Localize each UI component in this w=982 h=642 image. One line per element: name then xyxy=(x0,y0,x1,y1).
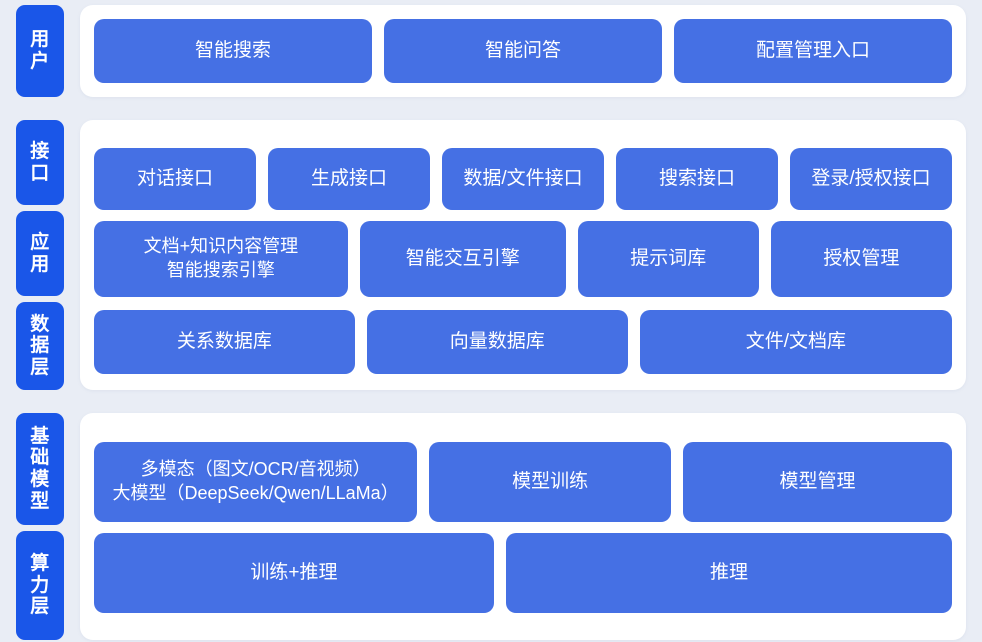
card-login-auth-interface[interactable]: 登录/授权接口 xyxy=(790,148,952,210)
card-inference[interactable]: 推理 xyxy=(505,533,952,613)
card-data-file-interface[interactable]: 数据/文件接口 xyxy=(442,148,604,210)
interface-layer-card-row: 对话接口 生成接口 数据/文件接口 搜索接口 登录/授权接口 xyxy=(94,148,952,210)
layer-tab-foundation-model-label: 基础模型 xyxy=(30,425,50,512)
layer-tab-compute-label: 算力层 xyxy=(30,553,50,618)
layer-tab-application-label: 应用 xyxy=(30,231,50,275)
application-layer-card-row: 文档+知识内容管理 智能搜索引擎 智能交互引擎 提示词库 授权管理 xyxy=(94,221,952,297)
card-search-interface[interactable]: 搜索接口 xyxy=(616,148,778,210)
card-authorization-management[interactable]: 授权管理 xyxy=(770,221,952,297)
card-dialog-interface[interactable]: 对话接口 xyxy=(94,148,256,210)
card-relational-database[interactable]: 关系数据库 xyxy=(94,310,355,374)
card-model-training[interactable]: 模型训练 xyxy=(429,442,672,522)
middle-layers-tab-column: 接口 应用 数据层 xyxy=(16,120,64,390)
layer-tab-user[interactable]: 用户 xyxy=(16,5,64,97)
data-layer-card-row: 关系数据库 向量数据库 文件/文档库 xyxy=(94,310,952,374)
card-config-management-entry[interactable]: 配置管理入口 xyxy=(674,19,952,83)
layer-tab-data[interactable]: 数据层 xyxy=(16,302,64,390)
card-document-knowledge-management[interactable]: 文档+知识内容管理 智能搜索引擎 xyxy=(94,221,348,297)
card-multimodal-large-model[interactable]: 多模态（图文/OCR/音视频） 大模型（DeepSeek/Qwen/LLaMa） xyxy=(94,442,418,522)
card-prompt-library[interactable]: 提示词库 xyxy=(577,221,759,297)
card-intelligent-interaction-engine[interactable]: 智能交互引擎 xyxy=(359,221,566,297)
layer-tab-data-label: 数据层 xyxy=(30,313,50,378)
card-file-document-store[interactable]: 文件/文档库 xyxy=(639,310,952,374)
layer-tab-interface-label: 接口 xyxy=(30,140,50,184)
layer-tab-interface[interactable]: 接口 xyxy=(16,120,64,205)
compute-layer-card-row: 训练+推理 推理 xyxy=(94,533,952,613)
layer-tab-compute[interactable]: 算力层 xyxy=(16,531,64,640)
layer-tab-user-label: 用户 xyxy=(30,29,50,72)
layer-tab-foundation-model[interactable]: 基础模型 xyxy=(16,413,64,525)
foundation-model-card-row: 多模态（图文/OCR/音视频） 大模型（DeepSeek/Qwen/LLaMa）… xyxy=(94,442,952,522)
card-intelligent-search[interactable]: 智能搜索 xyxy=(94,19,372,83)
card-vector-database[interactable]: 向量数据库 xyxy=(366,310,628,374)
card-generation-interface[interactable]: 生成接口 xyxy=(268,148,430,210)
foundation-layers-tab-column: 基础模型 算力层 xyxy=(16,413,64,640)
card-training-plus-inference[interactable]: 训练+推理 xyxy=(94,533,494,613)
user-layer-card-row: 智能搜索 智能问答 配置管理入口 xyxy=(94,19,952,83)
user-layer-tab-column: 用户 xyxy=(16,5,64,97)
card-model-management[interactable]: 模型管理 xyxy=(683,442,952,522)
card-intelligent-qa[interactable]: 智能问答 xyxy=(384,19,662,83)
layer-tab-application[interactable]: 应用 xyxy=(16,211,64,296)
